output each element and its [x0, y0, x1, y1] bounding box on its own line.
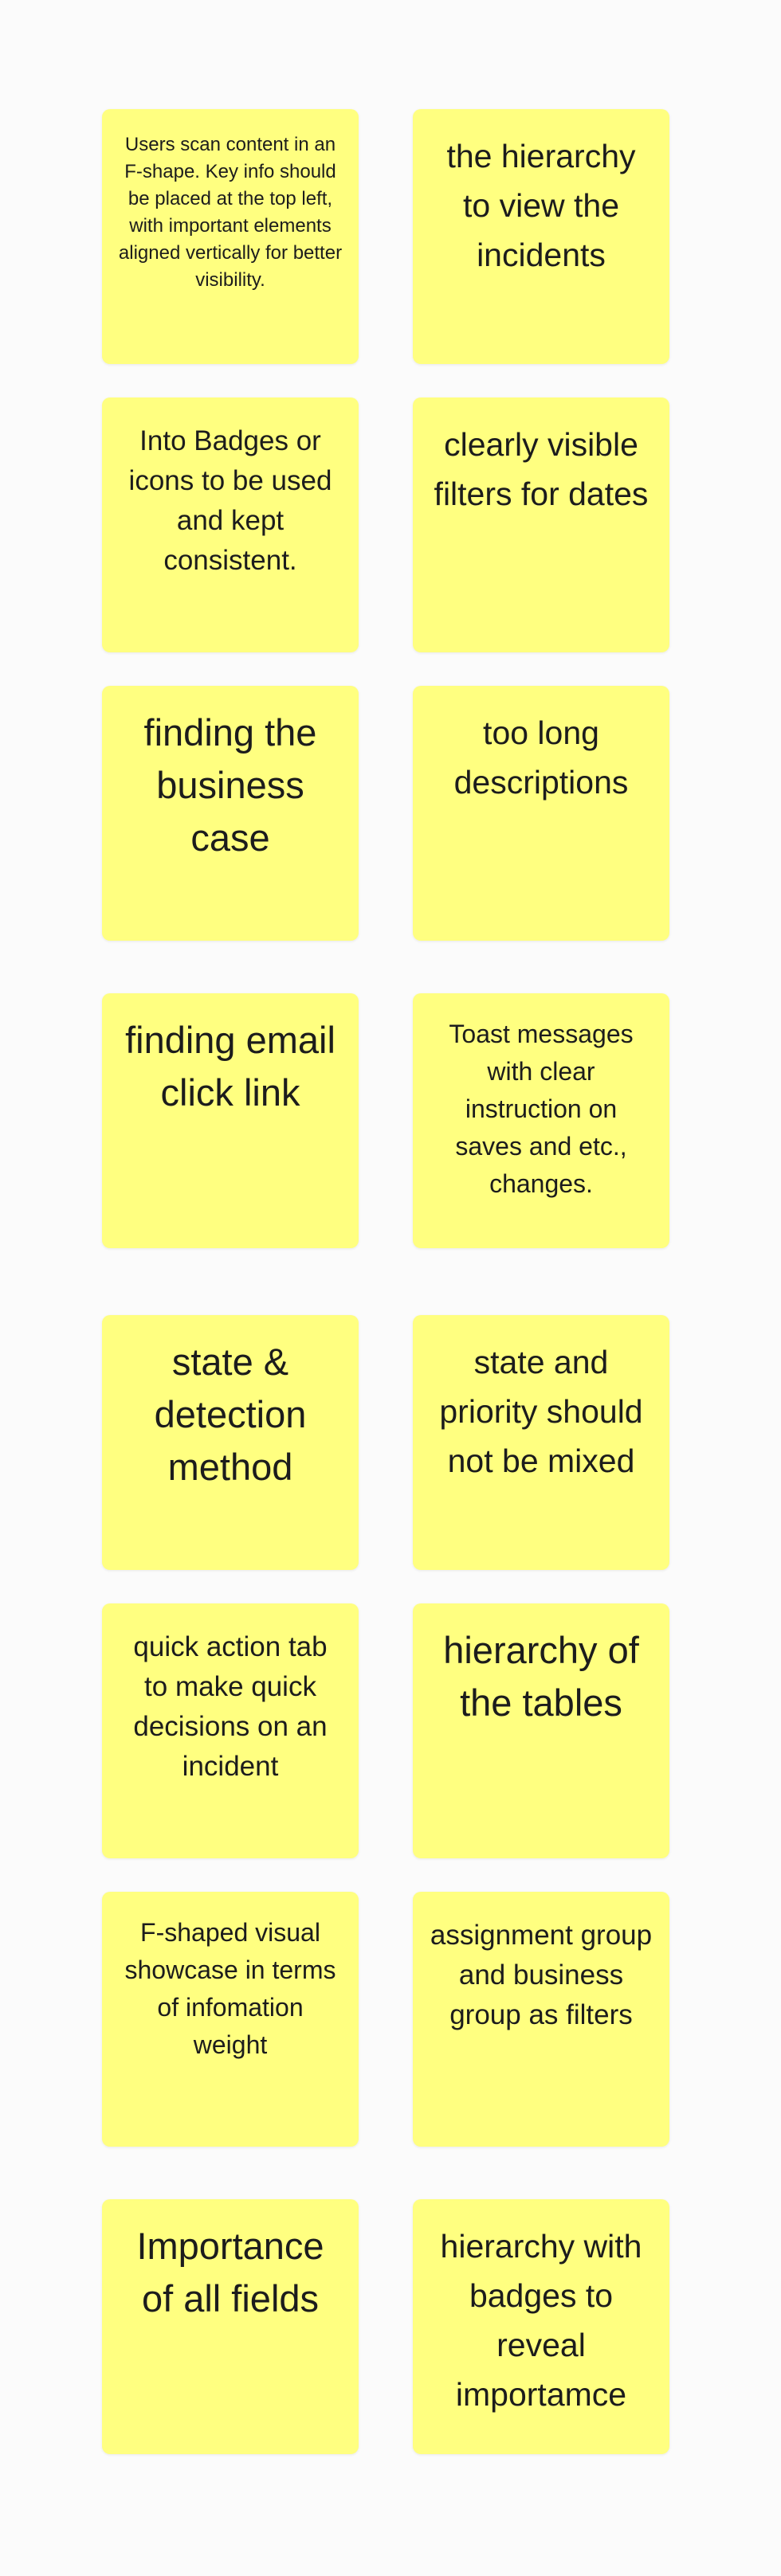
sticky-note[interactable]: quick action tab to make quick decisions…: [102, 1603, 359, 1858]
sticky-note[interactable]: assignment group and business group as f…: [413, 1892, 669, 2147]
sticky-note-text: Users scan content in an F-shape. Key in…: [118, 134, 343, 291]
sticky-note-text: hierarchy of the tables: [443, 1629, 639, 1724]
sticky-note[interactable]: finding the business case: [102, 686, 359, 941]
sticky-note[interactable]: hierarchy with badges to reveal importam…: [413, 2199, 669, 2454]
sticky-note[interactable]: Toast messages with clear instruction on…: [413, 993, 669, 1248]
sticky-note-text: Importance of all fields: [136, 2225, 324, 2320]
sticky-note[interactable]: F-shaped visual showcase in terms of inf…: [102, 1892, 359, 2147]
sticky-note-text: F-shaped visual showcase in terms of inf…: [124, 1918, 336, 2059]
sticky-note-text: too long descriptions: [453, 714, 629, 801]
sticky-note-text: state and priority should not be mixed: [439, 1344, 643, 1479]
sticky-note-text: Into Badges or icons to be used and kept…: [128, 425, 332, 576]
sticky-note[interactable]: Into Badges or icons to be used and kept…: [102, 397, 359, 652]
sticky-note[interactable]: Users scan content in an F-shape. Key in…: [102, 109, 359, 364]
sticky-note[interactable]: state & detection method: [102, 1315, 359, 1570]
sticky-note[interactable]: hierarchy of the tables: [413, 1603, 669, 1858]
sticky-note-text: quick action tab to make quick decisions…: [133, 1631, 328, 1782]
sticky-note-text: the hierarchy to view the incidents: [446, 138, 636, 273]
sticky-note-text: assignment group and business group as f…: [430, 1920, 653, 2030]
sticky-note[interactable]: clearly visible filters for dates: [413, 397, 669, 652]
sticky-note[interactable]: the hierarchy to view the incidents: [413, 109, 669, 364]
sticky-note[interactable]: finding email click link: [102, 993, 359, 1248]
sticky-note[interactable]: Importance of all fields: [102, 2199, 359, 2454]
sticky-note-text: state & detection method: [154, 1341, 307, 1488]
sticky-note-text: clearly visible filters for dates: [434, 426, 649, 512]
sticky-note-text: finding the business case: [143, 711, 317, 859]
sticky-note[interactable]: too long descriptions: [413, 686, 669, 941]
sticky-note[interactable]: state and priority should not be mixed: [413, 1315, 669, 1570]
sticky-note-text: hierarchy with badges to reveal importam…: [440, 2228, 642, 2413]
sticky-note-text: finding email click link: [125, 1019, 336, 1114]
sticky-note-text: Toast messages with clear instruction on…: [449, 1020, 634, 1198]
